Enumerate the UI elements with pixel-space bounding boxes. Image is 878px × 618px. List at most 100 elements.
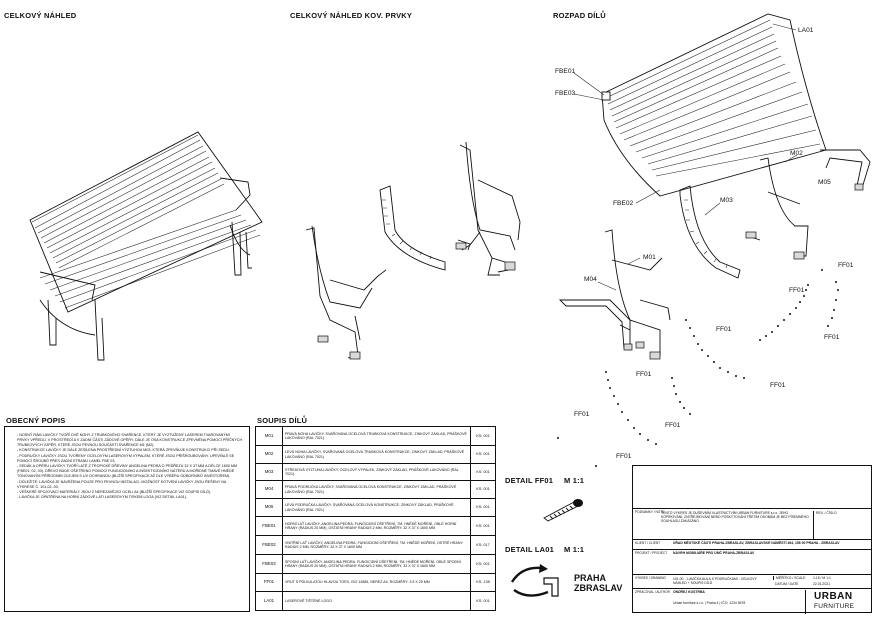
brand-top: URBAN xyxy=(814,591,853,602)
part-code: M04 xyxy=(255,480,283,499)
exploded-view-drawing xyxy=(557,13,871,467)
description-list: NOSNÝ RÁM LAVIČKY TVOŘÍ DVĚ NOHY Z TRUBK… xyxy=(11,433,243,500)
part-quantity: KS: 138 xyxy=(470,573,496,592)
brand-bottom: FURNITURE xyxy=(814,603,855,610)
part-code: M03 xyxy=(255,463,283,481)
author-value: ONDŘEJ KOSTRBA xyxy=(673,590,705,594)
part-code: FBE03 xyxy=(255,554,283,574)
description-item: KONSTRUKCE LAVIČKY JE DÁLE ZESÍLENA PROS… xyxy=(17,448,243,453)
callout-fbe03: FBE03 xyxy=(555,90,576,97)
callout-ff01-f: FF01 xyxy=(770,382,786,389)
date-label: DATUM / DATE xyxy=(775,582,799,586)
part-code: M01 xyxy=(255,426,283,446)
part-description: LEVÁ NOHA LAVIČKY, SVAŘOVANÁ OCELOVÁ TRU… xyxy=(282,445,471,464)
part-quantity: KS: 001 xyxy=(470,554,496,574)
part-code: FF01 xyxy=(255,573,283,592)
project-value: NÁVRH MOBILIÁŘE PRO ÚMČ PRAHA-ZBRASLAV xyxy=(673,551,755,555)
drawing-value: 101.00. - LAVIČKA AULA S PODRUČKAMI - CE… xyxy=(673,577,757,586)
date-value: 22.01.2021 xyxy=(813,582,830,586)
part-description: HORNÍ LAŤ LAVIČKY, ANGELINA PEDRA, FUNGI… xyxy=(282,516,471,536)
title-block: POZNÁMKY / NOTE TENTO VÝKRES JE DUŠEVNÍM… xyxy=(632,465,872,614)
part-description: VRUT S PŮLKULATOU HLAVOU TORX, ISO 14585… xyxy=(282,573,471,592)
part-code: M05 xyxy=(255,498,283,517)
heading-parts-list: SOUPIS DÍLŮ xyxy=(257,416,308,425)
heading-exploded: ROZPAD DÍLŮ xyxy=(553,11,606,20)
part-description: VNITŘNÍ LAŤ LAVIČKY, ANGELINA PEDRA, FUN… xyxy=(282,535,471,555)
logo-text-zbraslav: ZBRASLAV xyxy=(574,583,623,593)
part-description: PRAVÁ PODRUČKA LAVIČKY, SVAŘOVANÁ OCELOV… xyxy=(282,480,471,499)
callout-m05: M05 xyxy=(818,179,831,186)
part-description: LASEROVĚ TIŠTĚNÉ LOGO xyxy=(282,591,471,611)
callout-m02: M02 xyxy=(790,150,803,157)
note-label: POZNÁMKY / NOTE xyxy=(635,510,665,514)
part-description: STŘEDOVÁ VÝZTUHA LAVIČKY, OCELOVÝ VÝPALE… xyxy=(282,463,471,481)
praha-zbraslav-logo-icon xyxy=(510,564,559,597)
part-description: LEVÁ PODRUČKA LAVIČKY, SVAŘOVANÁ OCELOVÁ… xyxy=(282,498,471,517)
part-description: SPODNÍ LAŤ LAVIČKY, ANGELINA PEDRA, FUNG… xyxy=(282,554,471,574)
part-code: FBE02 xyxy=(255,535,283,555)
part-quantity: KS: 001 xyxy=(470,445,496,464)
part-quantity: KS: 017 xyxy=(470,535,496,555)
callout-ff01-e: FF01 xyxy=(636,371,652,378)
description-item: PODRUČKY LAVIČKY JSOU TVOŘENY OCELOVÝM L… xyxy=(17,454,243,464)
title-block-drawing-row: VÝKRES / DRAWING 101.00. - LAVIČKA AULA … xyxy=(633,574,871,588)
part-description: PRAVÁ NOHA LAVIČKY, SVAŘOVANÁ OCELOVÁ TR… xyxy=(282,426,471,446)
callout-fbe01: FBE01 xyxy=(555,68,576,75)
callout-ff01-d: FF01 xyxy=(824,334,840,341)
heading-overview: CELKOVÝ NÁHLED xyxy=(4,11,77,20)
title-block-project-row: PROJEKT / PROJECT NÁVRH MOBILIÁŘE PRO ÚM… xyxy=(633,549,871,559)
part-quantity: KS: 001 xyxy=(470,463,496,481)
urban-furniture-logo: URBAN FURNITURE xyxy=(805,590,872,614)
revision-label: REV. / ČÍSLO xyxy=(813,511,837,539)
part-quantity: KS: 001 xyxy=(470,480,496,499)
description-item: VEŠKERÉ SPOJOVACÍ MATERIÁLY JSOU Z NEREZ… xyxy=(17,490,243,495)
scale-value: 1:15 / M 1:1 xyxy=(813,576,831,580)
description-item: DŮLEŽITÉ: LAVIČKA JE NAVRŽENA POUZE PRO … xyxy=(17,480,243,490)
screw-detail-drawing xyxy=(543,499,583,522)
detail-ff01-scale: M 1:1 xyxy=(564,476,585,485)
callout-m04: M04 xyxy=(584,276,597,283)
callout-ff01-c: FF01 xyxy=(716,326,732,333)
description-item: LAVIČKA JE OPATŘENA NA HORNÍ ZÁDOVÉ LATI… xyxy=(17,495,243,500)
client-value: ÚŘAD MĚSTSKÉ ČÁSTI PRAHA-ZBRASLAV, ZBRAS… xyxy=(673,541,840,545)
detail-la01-scale: M 1:1 xyxy=(564,545,585,554)
drawing-label: VÝKRES / DRAWING xyxy=(635,576,666,580)
logo-text-praha: PRAHA xyxy=(574,573,607,583)
scale-label: MĚŘÍTKO / SCALE xyxy=(773,576,805,581)
callout-m01: M01 xyxy=(643,254,656,261)
callout-ff01-a: FF01 xyxy=(838,262,854,269)
author-label: ZPRACOVAL / AUTHOR xyxy=(635,590,670,594)
title-block-note-row: POZNÁMKY / NOTE TENTO VÝKRES JE DUŠEVNÍM… xyxy=(633,508,871,539)
description-item: SEDÁK A OPĚRU LAVIČKY TVOŘÍ LATĚ Z TROPI… xyxy=(17,464,243,479)
heading-detail-ff01: DETAIL FF01 xyxy=(505,476,554,485)
company-line: Urban furniture s.r.o. | Praha 4 | IČO: … xyxy=(673,601,746,605)
callout-fbe02: FBE02 xyxy=(613,200,634,207)
callout-ff01-i: FF01 xyxy=(616,453,632,460)
bench-overview-drawing xyxy=(29,131,263,361)
callout-ff01-b: FF01 xyxy=(789,287,805,294)
callout-la01: LA01 xyxy=(798,27,814,34)
heading-general-description: OBECNÝ POPIS xyxy=(6,416,66,425)
part-quantity: KS: 001 xyxy=(470,516,496,536)
heading-detail-la01: DETAIL LA01 xyxy=(505,545,555,554)
project-label: PROJEKT / PROJECT xyxy=(635,551,668,555)
client-label: KLIENT / CLIENT xyxy=(635,541,661,545)
note-text: TENTO VÝKRES JE DUŠEVNÍM VLASTNICTVÍM UR… xyxy=(661,511,809,524)
part-code: FBE01 xyxy=(255,516,283,536)
callout-m03: M03 xyxy=(720,197,733,204)
general-description-box: NOSNÝ RÁM LAVIČKY TVOŘÍ DVĚ NOHY Z TRUBK… xyxy=(4,426,250,612)
metal-frame-drawing xyxy=(305,141,521,360)
part-code: LA01 xyxy=(255,591,283,611)
part-quantity: KS: 001 xyxy=(470,591,496,611)
